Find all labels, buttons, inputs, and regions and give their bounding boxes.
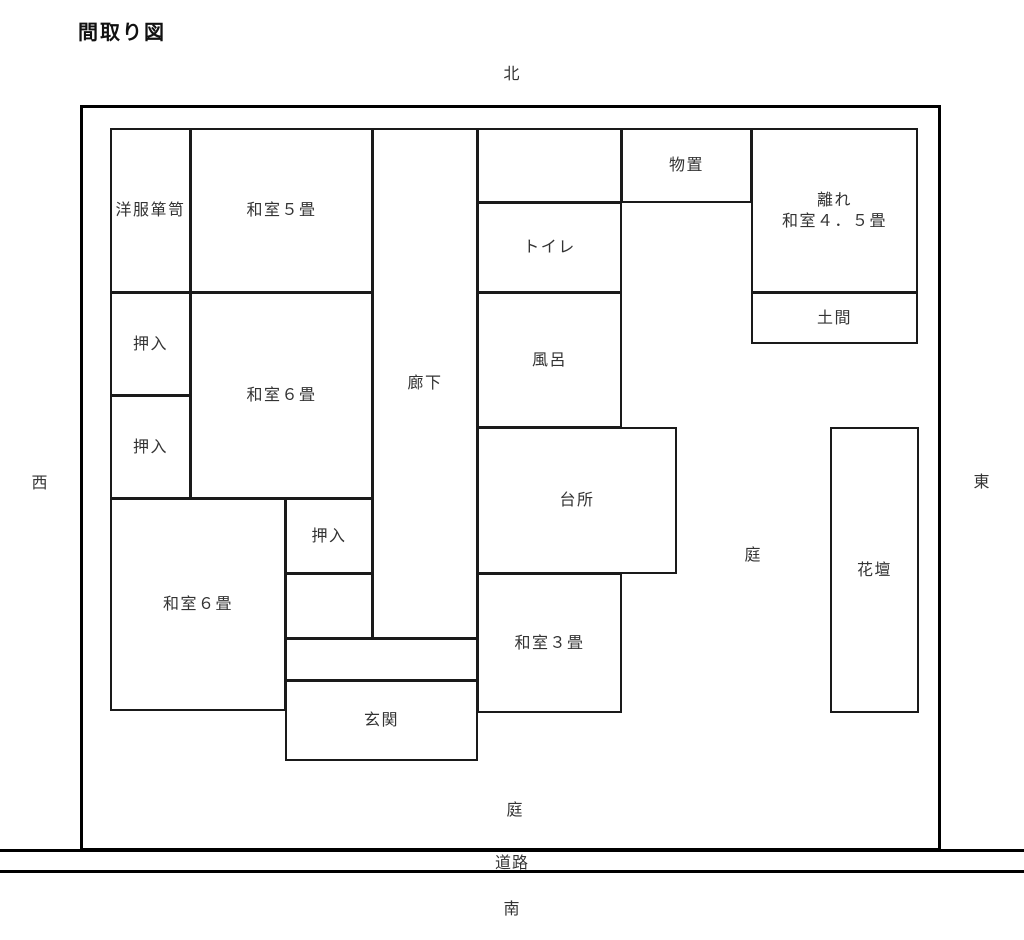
- road-label: 道路: [494, 855, 530, 872]
- room-flowerbed: 花壇: [830, 427, 919, 713]
- room-oshiire-nw-upper: 押入: [110, 292, 191, 396]
- room-storage-label: 物置: [668, 157, 704, 174]
- room-corridor: 廊下: [372, 128, 478, 639]
- room-oshiire-center: 押入: [285, 498, 373, 574]
- room-washitsu-3-label: 和室３畳: [514, 634, 585, 652]
- compass-west-label: 西: [31, 475, 49, 492]
- compass-east-label: 東: [973, 474, 991, 491]
- room-washitsu-5: 和室５畳: [190, 128, 373, 293]
- room-doma: 土間: [751, 292, 918, 344]
- room-genkan-label: 玄関: [363, 712, 399, 729]
- room-washitsu-6-sw: 和室６畳: [110, 498, 286, 711]
- room-toilet: トイレ: [477, 202, 622, 293]
- road-line-bottom: [0, 870, 1024, 873]
- room-kitchen-label: 台所: [559, 492, 595, 509]
- room-flowerbed-label: 花壇: [856, 561, 892, 579]
- room-unlabeled-small: [285, 573, 373, 639]
- room-bath-label: 風呂: [531, 351, 567, 369]
- room-kitchen: 台所: [477, 427, 677, 574]
- room-wardrobe: 洋服箪笥: [110, 128, 191, 293]
- compass-south-label: 南: [503, 901, 521, 918]
- room-unlabeled-north: [477, 128, 622, 203]
- room-hanare: 離れ 和室４．５畳: [751, 128, 918, 293]
- room-wardrobe-label: 洋服箪笥: [115, 202, 186, 219]
- room-hall-strip: [285, 638, 478, 681]
- road-line-top: [0, 849, 1024, 852]
- room-toilet-label: トイレ: [523, 239, 576, 256]
- room-washitsu-6-center: 和室６畳: [190, 292, 373, 499]
- room-genkan: 玄関: [285, 680, 478, 761]
- room-hanare-label: 離れ: [816, 191, 852, 209]
- room-oshiire-nw-upper-label: 押入: [132, 335, 168, 353]
- room-doma-label: 土間: [816, 309, 852, 327]
- room-washitsu-6-center-label: 和室６畳: [246, 387, 317, 404]
- room-oshiire-nw-lower-label: 押入: [132, 438, 168, 456]
- garden-label-south: 庭: [506, 802, 524, 819]
- room-oshiire-center-label: 押入: [311, 527, 347, 545]
- room-corridor-label: 廊下: [407, 375, 443, 392]
- page-title: 間取り図: [78, 22, 166, 44]
- room-hanare-sublabel: 和室４．５畳: [781, 212, 887, 230]
- room-storage: 物置: [621, 128, 752, 203]
- room-washitsu-6-sw-label: 和室６畳: [162, 596, 233, 613]
- room-oshiire-nw-lower: 押入: [110, 395, 191, 499]
- room-bath: 風呂: [477, 292, 622, 428]
- garden-label-east: 庭: [744, 547, 762, 564]
- room-washitsu-5-label: 和室５畳: [246, 202, 317, 219]
- compass-north-label: 北: [503, 66, 521, 83]
- room-washitsu-3: 和室３畳: [477, 573, 622, 713]
